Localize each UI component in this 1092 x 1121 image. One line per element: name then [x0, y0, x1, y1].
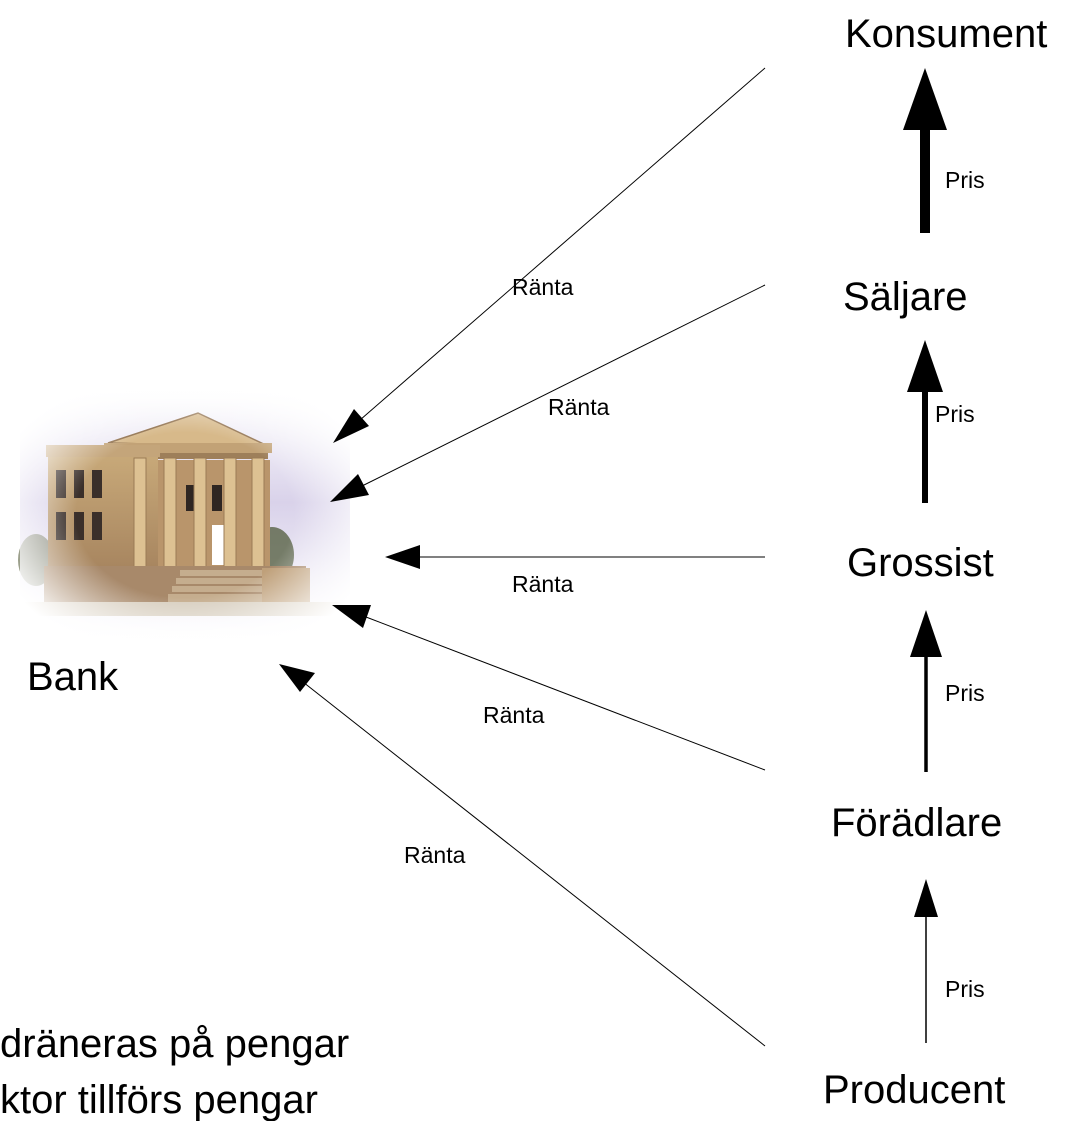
- ranta-label-foradlare: Ränta: [483, 702, 545, 728]
- pris-label-foradlare: Pris: [945, 976, 985, 1002]
- pris-arrow-foradlare-grossist: [910, 610, 942, 772]
- ranta-label-saljare: Ränta: [548, 394, 610, 420]
- node-bank: Bank: [27, 655, 119, 699]
- pris-label-konsument: Pris: [945, 167, 985, 193]
- ranta-label-grossist: Ränta: [512, 571, 574, 597]
- pris-arrow-grossist-saljare: [907, 340, 943, 503]
- ranta-arrow-saljare-bank: [330, 284, 766, 502]
- ranta-arrow-grossist-bank: [385, 545, 765, 569]
- caption-line-2: ktor tillförs pengar: [0, 1078, 318, 1121]
- pris-label-saljare: Pris: [935, 401, 975, 427]
- ranta-arrow-foradlare-bank: [332, 605, 766, 771]
- node-grossist: Grossist: [847, 541, 994, 585]
- ranta-label-konsument: Ränta: [512, 274, 574, 300]
- node-saljare: Säljare: [843, 275, 968, 319]
- pris-arrow-saljare-konsument: [903, 68, 947, 233]
- bank-building-image: [18, 390, 350, 640]
- caption-line-1: dräneras på pengar: [0, 1022, 350, 1066]
- ranta-arrow-konsument-bank: [333, 67, 766, 443]
- ranta-arrow-producent-bank: [279, 664, 766, 1047]
- pris-arrow-producent-foradlare: [914, 879, 938, 1043]
- node-foradlare: Förädlare: [831, 801, 1003, 845]
- pris-label-grossist: Pris: [945, 680, 985, 706]
- ranta-label-producent: Ränta: [404, 842, 466, 868]
- node-producent: Producent: [823, 1068, 1006, 1112]
- node-konsument: Konsument: [845, 12, 1048, 56]
